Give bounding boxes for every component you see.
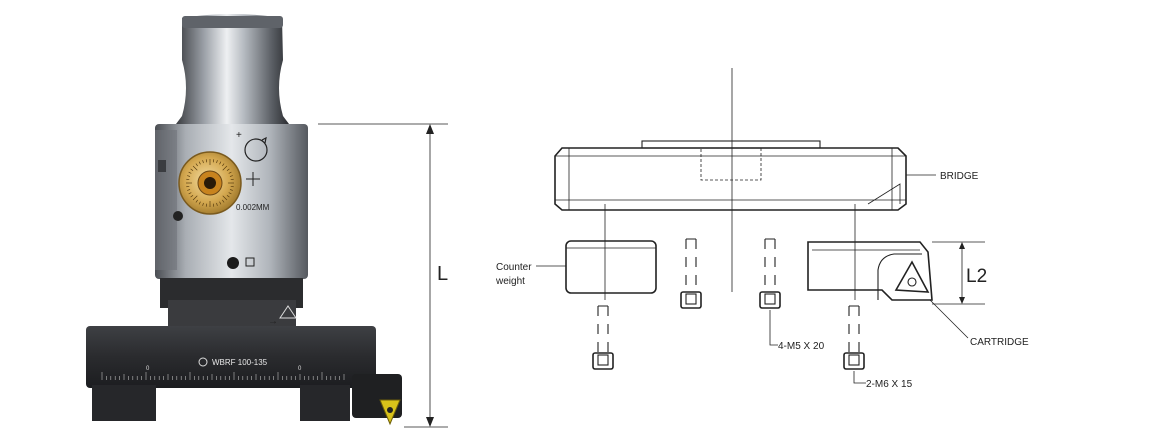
dial-tick	[187, 189, 191, 191]
screw-m6-label: 2-M6 X 15	[866, 379, 913, 390]
dial-tick	[216, 160, 218, 164]
counter-weight-label-1: Counter	[496, 262, 532, 273]
cartridge-label: CARTRIDGE	[970, 337, 1029, 348]
screw-m5-label: 4-M5 X 20	[778, 341, 825, 352]
dial-tick	[190, 195, 194, 198]
dimension-l2-label: L2	[966, 266, 987, 287]
dial-tick	[198, 201, 201, 205]
lock-icon-screw	[227, 257, 239, 269]
dial-tick	[228, 192, 232, 195]
dial-tick	[226, 195, 230, 198]
model-engraving: WBRF 100-135	[212, 358, 268, 367]
cartridge-drawing: CARTRIDGE	[807, 241, 1029, 348]
screw-m5-a	[680, 238, 702, 309]
shank	[176, 14, 289, 124]
counter-weight-label-2: weight	[495, 276, 525, 287]
dial-tick	[216, 202, 218, 206]
svg-text:→: →	[268, 316, 278, 327]
screw-m6: 2-M6 X 15	[843, 305, 913, 390]
side-flat	[155, 130, 177, 270]
dial-tick	[222, 163, 225, 167]
dial-tick	[229, 189, 233, 191]
screw-m5-c	[592, 305, 614, 370]
dial-tick	[188, 171, 192, 174]
brand-logo-icon	[198, 357, 208, 367]
boring-head-photo: + 0.002MM → 0 0 WBRF 100-135	[86, 14, 402, 426]
dimension-l: L	[318, 123, 448, 428]
dial-tick	[222, 199, 225, 203]
counter-weight-drawing: Counter weight	[495, 240, 657, 294]
bridge-bar	[86, 326, 376, 388]
dial-tick	[219, 161, 222, 165]
insert-drawing	[894, 260, 930, 293]
dial-increment-text: 0.002MM	[236, 203, 270, 212]
svg-text:+: +	[236, 130, 242, 141]
dial-tick	[219, 201, 222, 205]
dial-tick	[202, 160, 204, 164]
dial-tick	[190, 168, 194, 171]
scale-mark-right: 0	[298, 366, 302, 372]
lock-screw	[173, 211, 183, 221]
screw-m5-b: 4-M5 X 20	[759, 238, 825, 352]
dial-tick	[198, 161, 201, 165]
dimension-l2: L2	[932, 241, 987, 305]
dial-tick	[192, 165, 198, 171]
bridge-label: BRIDGE	[940, 171, 979, 182]
dial-tick	[222, 165, 228, 171]
lock-icon	[245, 257, 255, 267]
dial-tick	[187, 175, 191, 177]
bridge-left-foot	[92, 385, 156, 421]
shank-top-ring	[182, 16, 283, 28]
dial-tick	[192, 195, 198, 201]
exploded-drawing: BRIDGE Counter weight 4-M5 X 20	[495, 68, 1029, 390]
dimension-l-label: L	[437, 263, 448, 285]
dial-tick	[195, 199, 198, 203]
dial-ticks	[186, 159, 234, 207]
dial-tick	[229, 175, 233, 177]
bridge-drawing: BRIDGE	[554, 140, 979, 300]
dial-tick	[228, 171, 232, 174]
dial-tick	[202, 202, 204, 206]
dial-tick	[222, 195, 228, 201]
scale-mark-left: 0	[146, 366, 150, 372]
dial-tick	[195, 163, 198, 167]
dial-tick	[226, 168, 230, 171]
bridge-right-foot	[300, 385, 350, 421]
rotation-symbol	[244, 138, 268, 162]
dial-tick	[188, 192, 192, 195]
scale-ticks	[101, 372, 345, 380]
